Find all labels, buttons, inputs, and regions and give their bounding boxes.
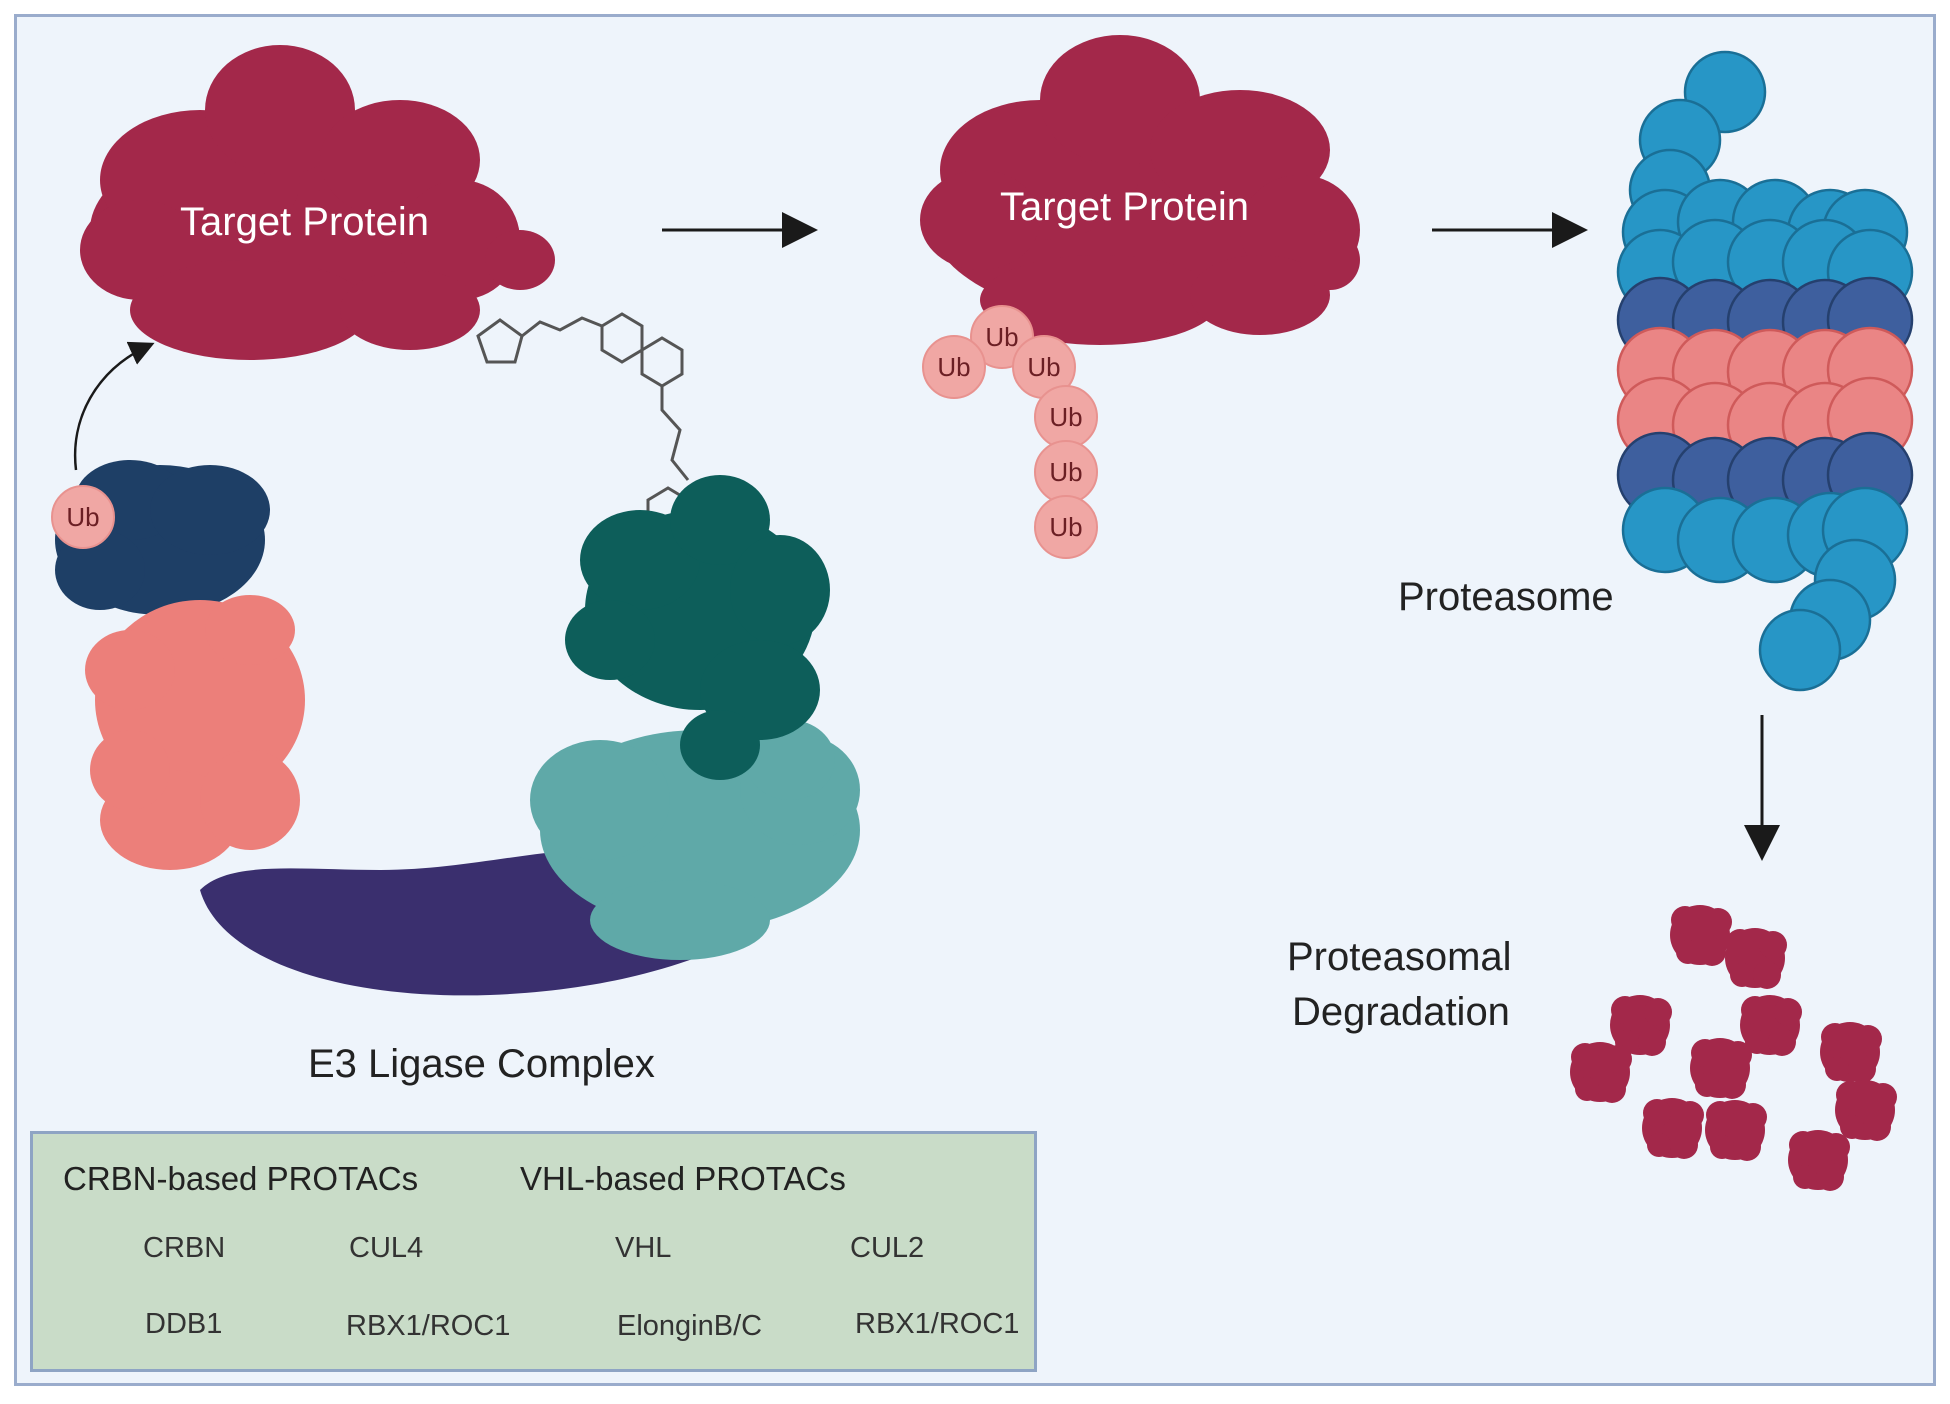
legend-rbx1-vhl-label: RBX1/ROC1 [855, 1308, 1020, 1340]
legend-elonginbc-label: ElonginB/C [617, 1310, 763, 1342]
legend-box: CRBN-based PROTACs VHL-based PROTACs CRB… [30, 1131, 1037, 1372]
degraded-fragments [1570, 905, 1897, 1191]
legend-vhl-label: VHL [615, 1232, 672, 1264]
ub-chain-5: Ub [1034, 440, 1098, 504]
ub-chain-2: Ub [922, 335, 986, 399]
ub-chain-6: Ub [1034, 495, 1098, 559]
ub-chain-4: Ub [1034, 385, 1098, 449]
legend-rbx1-crbn-label: RBX1/ROC1 [346, 1310, 511, 1342]
ub-tag-e3: Ub [51, 485, 115, 549]
e3-ligase-label: E3 Ligase Complex [308, 1042, 655, 1086]
degradation-label-line2: Degradation [1292, 990, 1510, 1034]
legend-vhl-title: VHL-based PROTACs [520, 1160, 846, 1197]
ddb1-subunit-right [530, 720, 860, 960]
protac-linker [476, 312, 690, 538]
rbx1-subunit-left [85, 595, 305, 870]
legend-ddb1-label: DDB1 [145, 1308, 223, 1340]
target-protein-blob-2 [920, 35, 1360, 345]
ub-chain-3: Ub [1012, 335, 1076, 399]
legend-cul2-label: CUL2 [850, 1232, 925, 1264]
proteasome [1616, 50, 1914, 692]
legend-crbn-label: CRBN [143, 1232, 226, 1264]
legend-crbn-title: CRBN-based PROTACs [63, 1160, 419, 1197]
legend-cul4-label: CUL4 [349, 1232, 424, 1264]
target-protein-label-2: Target Protein [1000, 185, 1250, 229]
degradation-label-line1: Proteasomal [1287, 935, 1512, 979]
target-protein-label-1: Target Protein [180, 200, 430, 244]
crbn-subunit-right [565, 475, 830, 780]
target-protein-blob-1 [80, 45, 555, 360]
proteasome-label: Proteasome [1398, 575, 1614, 619]
